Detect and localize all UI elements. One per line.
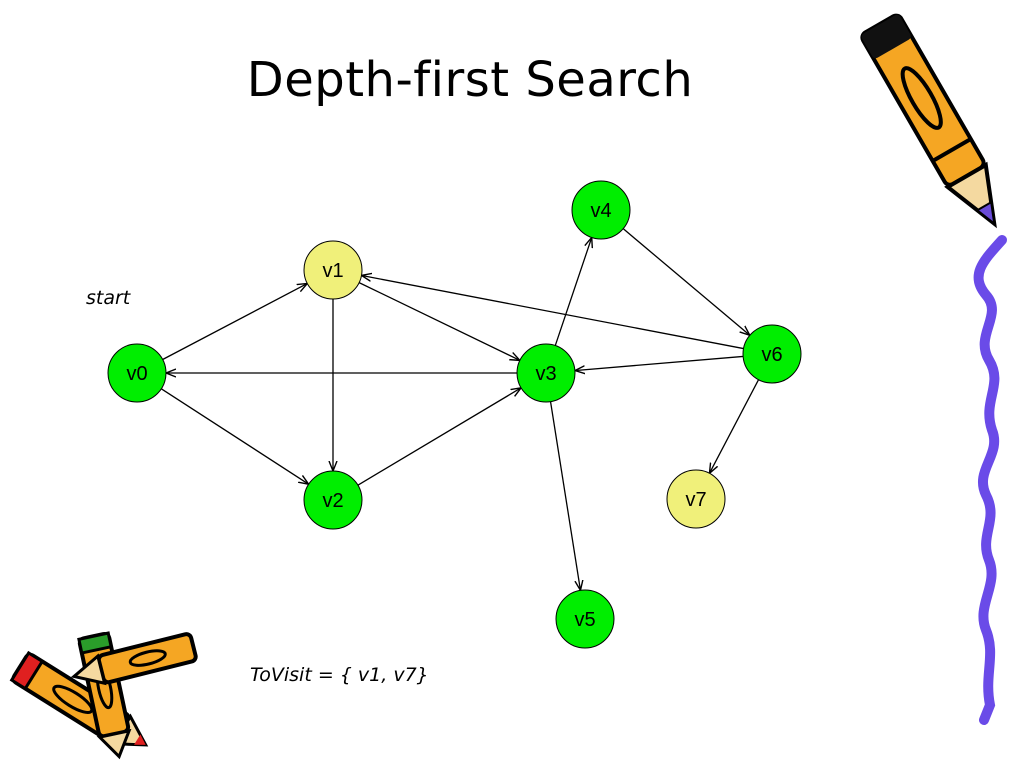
node-circle-v2 (303, 470, 363, 530)
node-label-v3: v3 (535, 363, 556, 385)
node-v0: v0 (107, 343, 167, 403)
node-circle-v6 (742, 324, 802, 384)
node-v5: v5 (555, 589, 615, 649)
edge-v6-v7 (710, 379, 760, 473)
node-label-v7: v7 (685, 489, 706, 511)
node-circle-v0 (107, 343, 167, 403)
node-label-v0: v0 (126, 363, 147, 385)
node-label-v6: v6 (761, 344, 782, 366)
node-v1: v1 (303, 240, 363, 300)
edge-v3-v5 (549, 401, 581, 590)
edge-v0-v1 (162, 284, 307, 361)
node-circle-v4 (571, 180, 631, 240)
squiggle-border (973, 235, 1007, 725)
nodes-layer: v0 v1 v2 v3 v4 v5 v6 v7 (107, 180, 802, 649)
node-v7: v7 (666, 469, 726, 529)
node-v6: v6 (742, 324, 802, 384)
crossed-pencils-icon (9, 631, 198, 760)
pencil-icon (860, 13, 997, 229)
edge-v4-v6 (622, 228, 749, 335)
node-circle-v7 (666, 469, 726, 529)
edge-v2-v3 (357, 388, 520, 486)
edge-v6-v3 (576, 355, 744, 370)
node-circle-v3 (516, 343, 576, 403)
node-label-v1: v1 (322, 260, 343, 282)
edge-v6-v1 (362, 276, 744, 350)
node-v3: v3 (516, 343, 576, 403)
to-visit-text: ToVisit = { v1, v7} (250, 664, 429, 686)
node-label-v4: v4 (590, 200, 611, 222)
node-circle-v1 (303, 240, 363, 300)
edge-v0-v2 (160, 388, 307, 484)
edge-v3-v4 (554, 238, 591, 346)
edge-v1-v3 (358, 282, 519, 360)
node-v2: v2 (303, 470, 363, 530)
start-label: start (86, 287, 131, 309)
slide-title: Depth-first Search (246, 52, 694, 108)
edges-layer (160, 228, 760, 590)
node-v4: v4 (571, 180, 631, 240)
node-circle-v5 (555, 589, 615, 649)
node-label-v2: v2 (322, 490, 343, 512)
node-label-v5: v5 (574, 609, 595, 631)
